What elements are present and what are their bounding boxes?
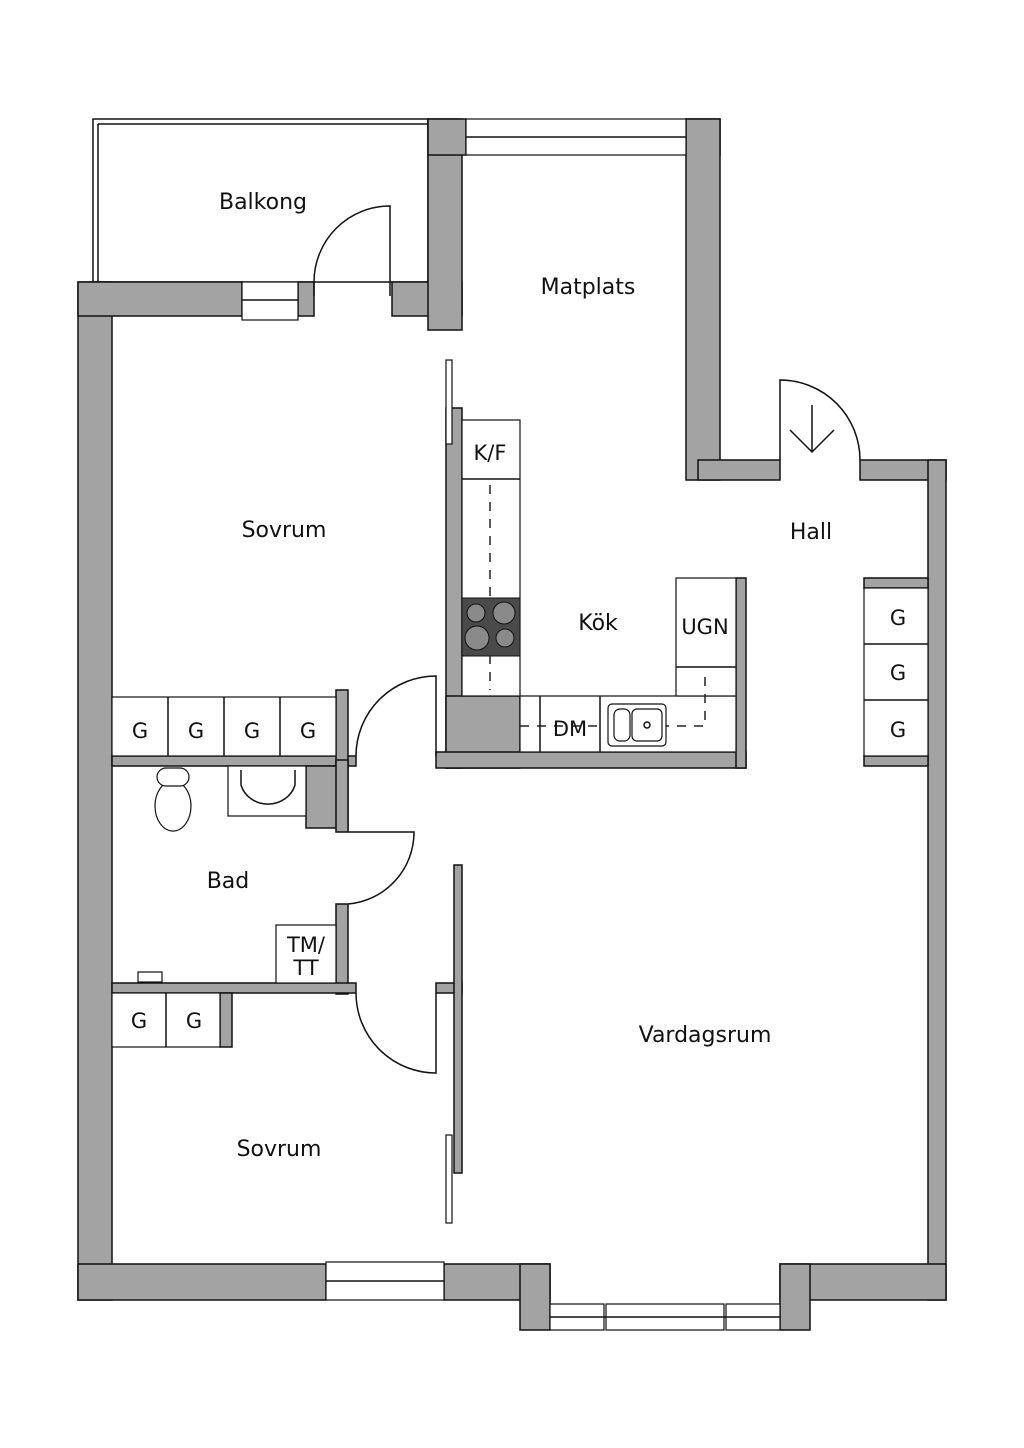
room-label-matplats: Matplats [541,275,636,300]
toilet-icon [154,780,192,832]
kitchen-counter [461,419,737,753]
wardrobe-label: G [890,606,906,630]
wardrobe-label: G [132,719,148,743]
entrance-arrow-icon [789,405,835,454]
wardrobe-label: G [188,719,204,743]
dryer-label: TT [292,956,318,980]
room-label-kok: Kök [578,611,618,636]
wardrobe-label: G [186,1009,202,1033]
walls [77,118,947,1331]
bathroom-fixtures [137,765,337,984]
room-label-sovrum: Sovrum [242,518,327,543]
room-label-balkong: Balkong [219,190,307,215]
room-label-hall: Hall [790,520,832,545]
dishwasher-label: DM [553,717,587,741]
room-label-vardagsrum: Vardagsrum [639,1023,772,1048]
oven-label: UGN [681,615,728,639]
wardrobes [111,587,929,1048]
wardrobe-label: G [131,1009,147,1033]
room-label-bad: Bad [207,869,250,894]
washbasin-icon [240,770,296,805]
sovrum2-door [355,992,437,1074]
entrance-door [779,379,861,461]
room-label-sovrum-2: Sovrum [237,1137,322,1162]
wardrobe-label: G [890,661,906,685]
wardrobe-label: G [890,718,906,742]
fridge-freezer-label: K/F [474,441,507,465]
doors[interactable] [313,205,861,1074]
balcony-door [313,205,391,296]
wardrobe-label: G [300,719,316,743]
windows [241,118,781,1331]
floor-drain-icon [137,971,163,983]
washer-label: TM/ [286,933,326,957]
sovrum-door [355,675,437,757]
wardrobe-label: G [244,719,260,743]
bad-door [347,831,415,905]
